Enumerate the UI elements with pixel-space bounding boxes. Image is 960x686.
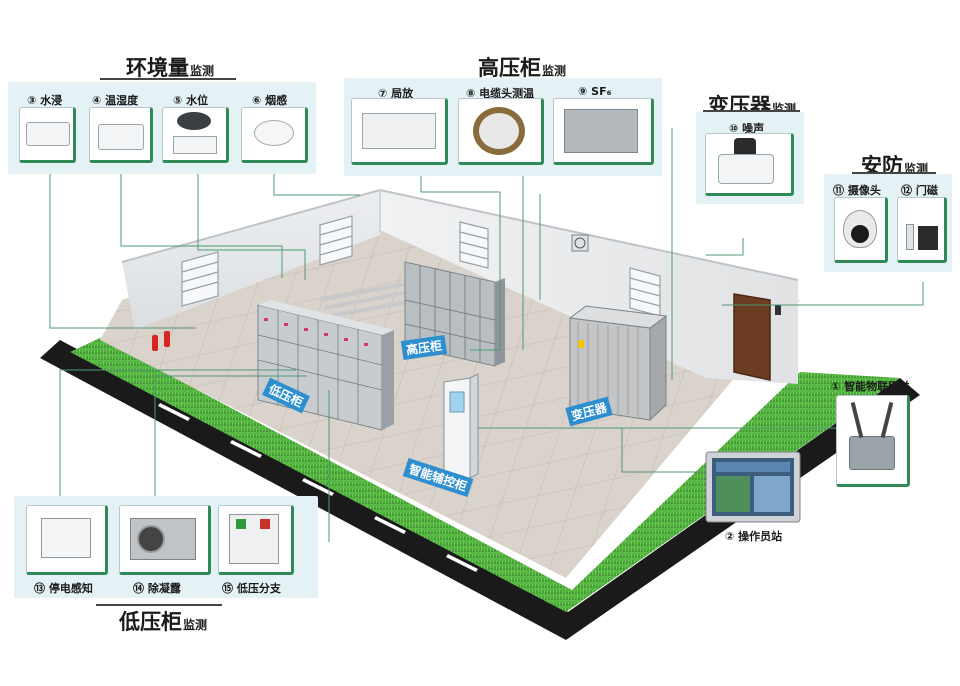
label-sf6: ⑨ SF₆ <box>578 85 612 98</box>
label-operator-station: ② 操作员站 <box>725 530 783 543</box>
power-loss-sensor-icon <box>41 518 91 558</box>
label-water-leak: ③ 水浸 <box>27 94 63 107</box>
door <box>733 293 771 381</box>
lv-section-title: 低压柜监测 <box>119 610 208 634</box>
label-water-level: ⑤ 水位 <box>173 94 209 107</box>
windows <box>181 215 661 317</box>
label-smoke: ⑥ 烟感 <box>252 94 288 107</box>
card-gateway <box>836 395 910 487</box>
vent-fan <box>571 234 589 252</box>
fire-extinguishers <box>152 331 170 351</box>
card-temp-humidity <box>89 107 153 163</box>
label-lv-branch: ⑮ 低压分支 <box>222 582 281 595</box>
label-partial-discharge: ⑦ 局放 <box>378 87 414 100</box>
card-noise <box>705 133 794 196</box>
card-lv-branch <box>218 505 294 575</box>
camera-icon <box>843 210 877 248</box>
water-level-sensor-icon <box>177 112 211 130</box>
label-noise: ⑩ 噪声 <box>729 122 765 135</box>
label-door-magnet: ⑫ 门磁 <box>901 184 938 197</box>
card-power-loss <box>26 505 108 575</box>
water-leak-sensor-icon <box>26 122 70 146</box>
lv-branch-device-icon <box>229 514 279 564</box>
aux-control-cabinet <box>443 373 479 483</box>
smoke-detector-icon <box>254 120 294 146</box>
label-cable-temp: ⑧ 电缆头测温 <box>466 87 535 100</box>
card-water-level <box>162 107 229 163</box>
card-partial-discharge <box>351 98 448 165</box>
temp-humidity-sensor-icon <box>98 124 144 150</box>
label-temp-humidity: ④ 温湿度 <box>92 94 139 107</box>
card-cable-temp <box>458 98 544 165</box>
transformer-unit <box>568 305 668 422</box>
dehumidify-device-icon <box>130 518 196 560</box>
sf6-sensor-icon <box>564 109 638 153</box>
label-camera: ⑪ 摄像头 <box>833 184 881 197</box>
label-gateway: ① 智能物联网关 <box>831 380 911 393</box>
label-dehumidify: ⑭ 除凝露 <box>133 582 181 595</box>
card-door-magnet <box>897 197 947 263</box>
partial-discharge-device-icon <box>362 113 436 149</box>
card-camera <box>834 197 888 263</box>
noise-sensor-icon <box>734 138 756 154</box>
cable-temp-sensor-icon <box>473 107 525 155</box>
label-power-loss: ⑬ 停电感知 <box>34 582 93 595</box>
card-dehumidify <box>119 505 211 575</box>
card-smoke <box>241 107 308 163</box>
card-sf6 <box>553 98 654 165</box>
gateway-icon <box>849 436 895 470</box>
operator-station-screen <box>705 451 801 523</box>
door-magnet-icon <box>906 224 914 250</box>
card-water-leak <box>19 107 76 163</box>
hv-section-title: 高压柜监测 <box>478 56 567 80</box>
env-section-title: 环境量监测 <box>126 56 215 80</box>
